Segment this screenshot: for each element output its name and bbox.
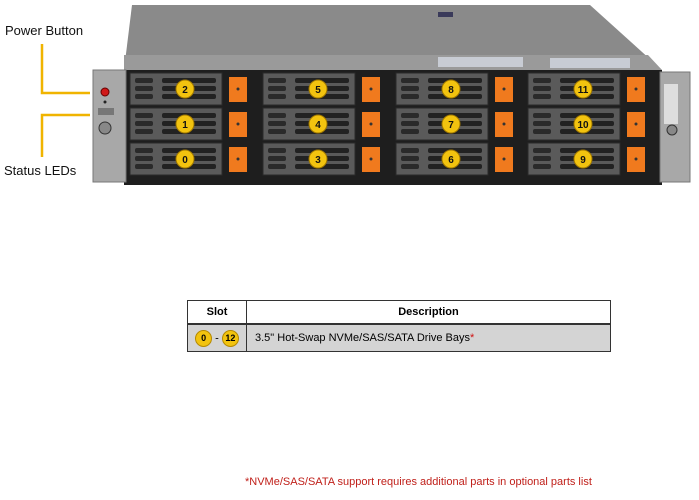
slot-badge-to: 12 — [221, 329, 239, 347]
bay-number: 3 — [315, 155, 321, 166]
slot-badge-from: 0 — [195, 329, 213, 347]
latch-screw-icon — [236, 122, 240, 126]
tray-vent — [533, 94, 551, 99]
latch-screw-icon — [369, 157, 373, 161]
bay-number-badge — [441, 114, 461, 134]
footnote: *NVMe/SAS/SATA support requires addition… — [245, 476, 592, 488]
power-button-callout-label: Power Button — [5, 23, 84, 38]
tray-vent — [533, 129, 551, 134]
tray-vent — [135, 113, 153, 118]
bay-number-badge — [308, 149, 328, 169]
bay-number-badge — [573, 114, 593, 134]
tray-vent — [401, 86, 419, 91]
tray-vent — [268, 164, 286, 169]
status-leds-callout-line — [40, 113, 90, 157]
bay-number: 9 — [580, 155, 586, 166]
tray-vent — [268, 94, 286, 99]
bay-number: 4 — [315, 120, 321, 131]
latch-screw-icon — [634, 157, 638, 161]
latch-screw-icon — [369, 122, 373, 126]
latch-screw-icon — [502, 122, 506, 126]
bay-number: 6 — [448, 155, 454, 166]
tray-vent — [401, 121, 419, 126]
tray-vent — [268, 86, 286, 91]
tray-vent — [533, 78, 551, 83]
bay-number: 0 — [182, 155, 188, 166]
tray-vent — [268, 78, 286, 83]
bay-number-badge — [175, 114, 195, 134]
slot-range: 0 - 12 — [187, 323, 247, 352]
power-button-callout-line — [40, 44, 90, 95]
tray-vent — [135, 129, 153, 134]
tray-vent — [268, 156, 286, 161]
bay-number: 2 — [182, 85, 188, 96]
tray-vent — [135, 148, 153, 153]
tray-vent — [533, 121, 551, 126]
tray-vent — [533, 86, 551, 91]
bay-number-badge — [441, 79, 461, 99]
power-button-icon — [100, 87, 110, 97]
tray-vent — [401, 78, 419, 83]
bay-number-badge — [308, 114, 328, 134]
latch-screw-icon — [502, 157, 506, 161]
bay-number-badge — [441, 149, 461, 169]
latch-screw-icon — [502, 87, 506, 91]
description-header: Description — [246, 300, 611, 325]
bay-number-badge — [175, 149, 195, 169]
tray-vent — [135, 156, 153, 161]
tray-vent — [533, 148, 551, 153]
tray-vent — [135, 86, 153, 91]
bay-number: 7 — [448, 120, 454, 131]
bay-number: 8 — [448, 85, 454, 96]
tray-vent — [401, 156, 419, 161]
bay-number: 10 — [577, 120, 589, 131]
tray-vent — [401, 113, 419, 118]
tray-vent — [533, 156, 551, 161]
tray-vent — [401, 148, 419, 153]
slot-separator: - — [215, 331, 219, 344]
tray-vent — [533, 164, 551, 169]
slot-description: 3.5" Hot-Swap NVMe/SAS/SATA Drive Bays* — [246, 323, 611, 352]
latch-screw-icon — [369, 87, 373, 91]
bay-number-badge — [175, 79, 195, 99]
tray-vent — [401, 94, 419, 99]
tray-vent — [268, 121, 286, 126]
bay-number-badge — [573, 79, 593, 99]
latch-screw-icon — [634, 87, 638, 91]
tray-vent — [401, 164, 419, 169]
status-led-icon — [103, 100, 107, 104]
tray-vent — [268, 113, 286, 118]
bay-number: 1 — [182, 120, 188, 131]
slot-header: Slot — [187, 300, 247, 325]
latch-screw-icon — [634, 122, 638, 126]
tray-vent — [268, 129, 286, 134]
tray-vent — [135, 121, 153, 126]
chassis-top — [124, 5, 662, 70]
footnote-asterisk: * — [470, 332, 475, 344]
bay-number: 11 — [578, 85, 589, 96]
tray-vent — [401, 129, 419, 134]
tray-vent — [135, 164, 153, 169]
tray-vent — [135, 94, 153, 99]
table-row: 0 - 12 3.5" Hot-Swap NVMe/SAS/SATA Drive… — [187, 323, 611, 352]
latch-screw-icon — [236, 157, 240, 161]
latch-screw-icon — [236, 87, 240, 91]
slot-description-table: Slot Description 0 - 12 3.5" Hot-Swap NV… — [187, 300, 611, 352]
tray-vent — [533, 113, 551, 118]
bay-number: 5 — [315, 85, 321, 96]
status-leds-callout-label: Status LEDs — [4, 163, 77, 178]
tray-vent — [268, 148, 286, 153]
description-text: 3.5" Hot-Swap NVMe/SAS/SATA Drive Bays — [255, 332, 471, 344]
tray-vent — [135, 78, 153, 83]
bay-number-badge — [308, 79, 328, 99]
bay-number-badge — [573, 149, 593, 169]
